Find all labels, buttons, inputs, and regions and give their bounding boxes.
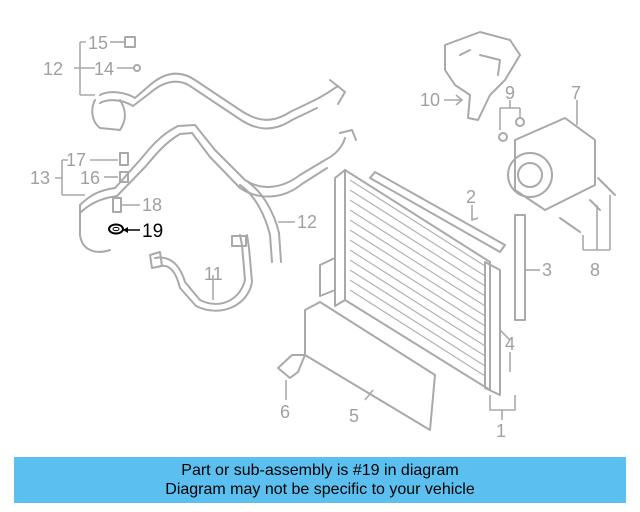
receiver-drier xyxy=(514,214,526,321)
hose-11 xyxy=(149,234,253,312)
callout-15: 15 xyxy=(88,33,108,53)
banner-line-2: Diagram may not be specific to your vehi… xyxy=(165,481,475,498)
fittings xyxy=(112,36,141,213)
callout-7: 7 xyxy=(571,83,581,103)
leader-lines xyxy=(55,41,611,420)
callout-2: 2 xyxy=(466,187,476,207)
callout-6: 6 xyxy=(280,402,290,422)
callout-3: 3 xyxy=(542,260,552,280)
banner-line-1: Part or sub-assembly is #19 in diagram xyxy=(181,462,459,479)
bracket xyxy=(277,354,306,379)
callout-18: 18 xyxy=(142,195,162,215)
callout-16: 16 xyxy=(80,168,100,188)
callout-12-mid: 12 xyxy=(297,212,317,232)
callout-17: 17 xyxy=(66,150,86,170)
pressure-hose xyxy=(79,124,357,253)
condenser xyxy=(319,169,501,396)
o-ring-19 xyxy=(108,223,124,235)
hose-12 xyxy=(239,181,282,263)
info-banner: Part or sub-assembly is #19 in diagram D… xyxy=(14,457,626,503)
callout-5: 5 xyxy=(349,406,359,426)
compressor xyxy=(498,117,596,211)
callout-12-top: 12 xyxy=(43,59,63,79)
parts-diagram: 15 14 12 17 16 13 18 19 10 9 7 8 2 3 12 … xyxy=(30,31,616,441)
suction-hose xyxy=(91,72,346,131)
air-baffle xyxy=(304,301,436,431)
callout-labels: 15 14 12 17 16 13 18 19 10 9 7 8 2 3 12 … xyxy=(30,33,600,441)
callout-11: 11 xyxy=(204,264,223,284)
callout-1: 1 xyxy=(496,421,506,441)
bolts xyxy=(559,177,616,233)
callout-9: 9 xyxy=(505,83,515,103)
callout-4: 4 xyxy=(505,334,515,354)
callout-10: 10 xyxy=(420,90,440,110)
callout-14: 14 xyxy=(94,59,114,79)
upper-seal xyxy=(369,171,506,253)
callout-8: 8 xyxy=(590,260,600,280)
callout-19: 19 xyxy=(142,221,163,242)
callout-13: 13 xyxy=(30,168,50,188)
compressor-bracket xyxy=(444,31,521,121)
